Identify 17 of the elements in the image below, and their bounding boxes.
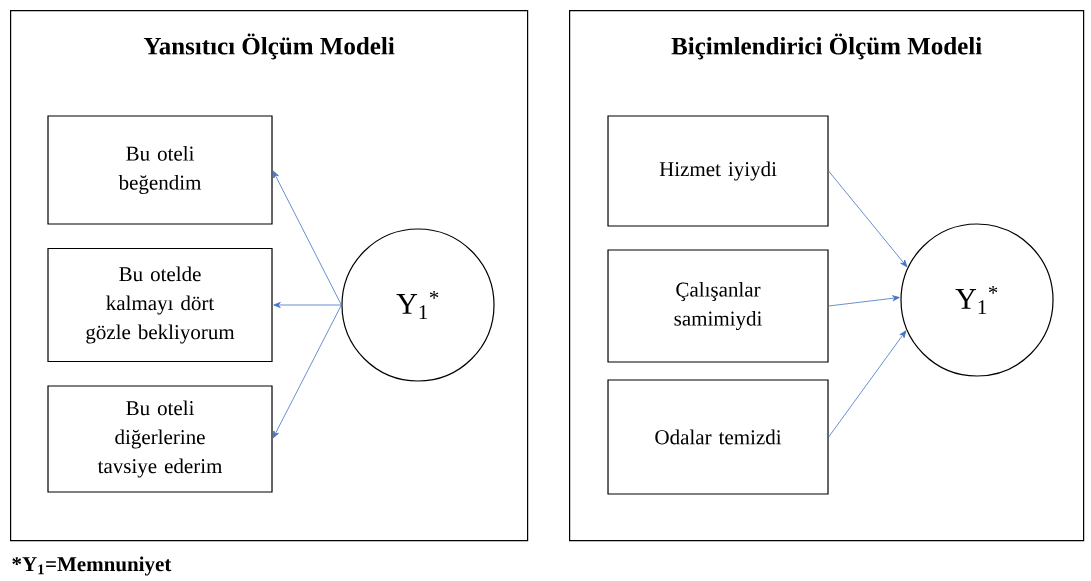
panel	[10, 10, 529, 542]
indicator-box: Bu oteli diğerlerine tavsiye ederim	[47, 385, 273, 493]
indicator-box: Bu oteli beğendim	[47, 115, 273, 225]
panel	[569, 10, 1085, 542]
arrow	[828, 295, 900, 307]
indicator-box: Bu otelde kalmayı dört gözle bekliyorum	[47, 247, 273, 363]
arrow	[828, 170, 908, 268]
panel-title: Biçimlendirici Ölçüm Modeli	[671, 33, 982, 60]
indicator-box: Çalışanlar samimiydi	[607, 249, 829, 363]
arrow	[828, 330, 907, 438]
arrow	[272, 304, 342, 439]
indicator-box: Odalar temizdi	[607, 379, 829, 495]
arrow	[273, 302, 342, 308]
panel-title: Yansıtıcı Ölçüm Modeli	[143, 33, 395, 60]
footnote: *Y$_{1}$=Memnuniyet	[12, 556, 172, 576]
arrow	[272, 170, 342, 306]
indicator-box: Hizmet iyiydi	[607, 115, 829, 227]
